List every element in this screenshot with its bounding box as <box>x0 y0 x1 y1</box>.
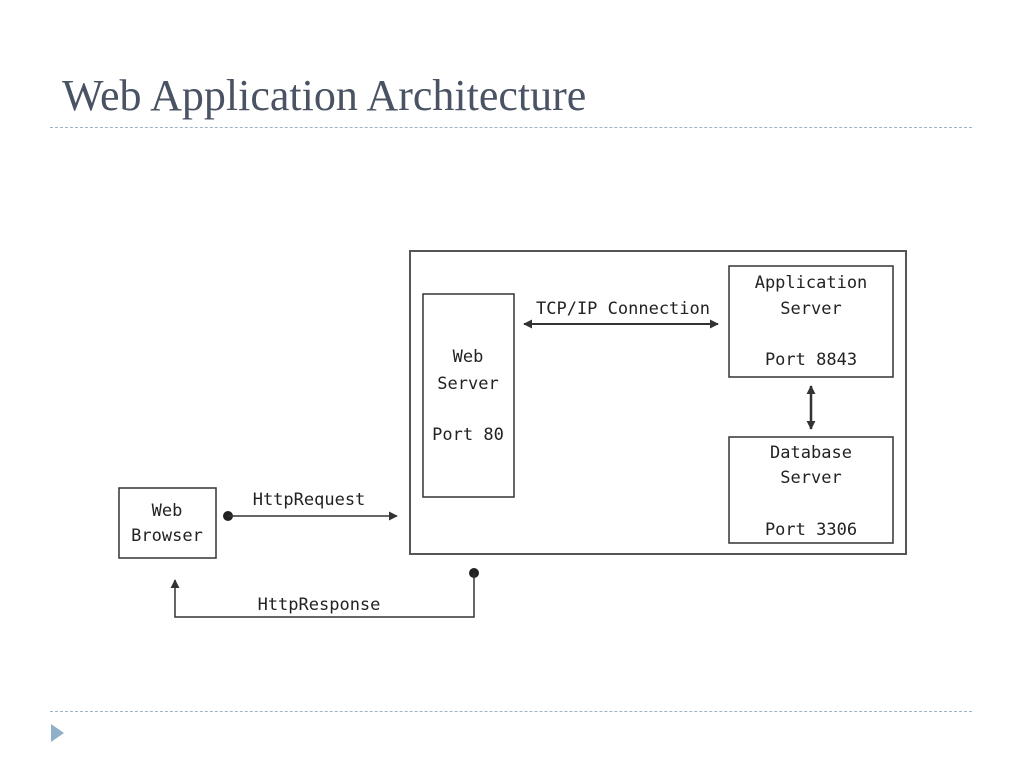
server-container-box <box>409 250 907 555</box>
tcp-ip-connection-label: TCP/IP Connection <box>536 299 710 319</box>
web-server-label-line2: Server <box>437 374 498 394</box>
slide-title: Web Application Architecture <box>62 71 587 120</box>
http-request-label: HttpRequest <box>253 490 366 510</box>
application-server-label-line2: Server <box>780 299 841 319</box>
web-browser-label-line2: Browser <box>131 526 203 546</box>
web-browser-box <box>118 487 217 559</box>
database-server-label-line1: Database <box>770 443 852 463</box>
database-server-port: Port 3306 <box>765 520 857 540</box>
title-divider <box>50 127 972 128</box>
web-server-port: Port 80 <box>432 425 504 445</box>
footer-divider <box>50 711 972 712</box>
application-server-node: Application Server Port 8843 <box>728 265 894 378</box>
web-browser-label-line1: Web <box>152 501 183 521</box>
web-server-label-line1: Web <box>453 347 484 367</box>
application-server-box <box>728 265 894 378</box>
database-server-box <box>728 436 894 544</box>
database-server-node: Database Server Port 3306 <box>728 436 894 544</box>
triangle-bullet-icon <box>51 724 64 742</box>
http-response-label: HttpResponse <box>258 595 381 615</box>
application-server-label-line1: Application <box>755 273 868 293</box>
web-browser-node: Web Browser <box>118 487 217 559</box>
web-server-node: Web Server Port 80 <box>422 293 515 498</box>
http-response-arrow <box>170 573 475 618</box>
database-server-label-line2: Server <box>780 468 841 488</box>
web-server-box <box>422 293 515 498</box>
application-server-port: Port 8843 <box>765 350 857 370</box>
